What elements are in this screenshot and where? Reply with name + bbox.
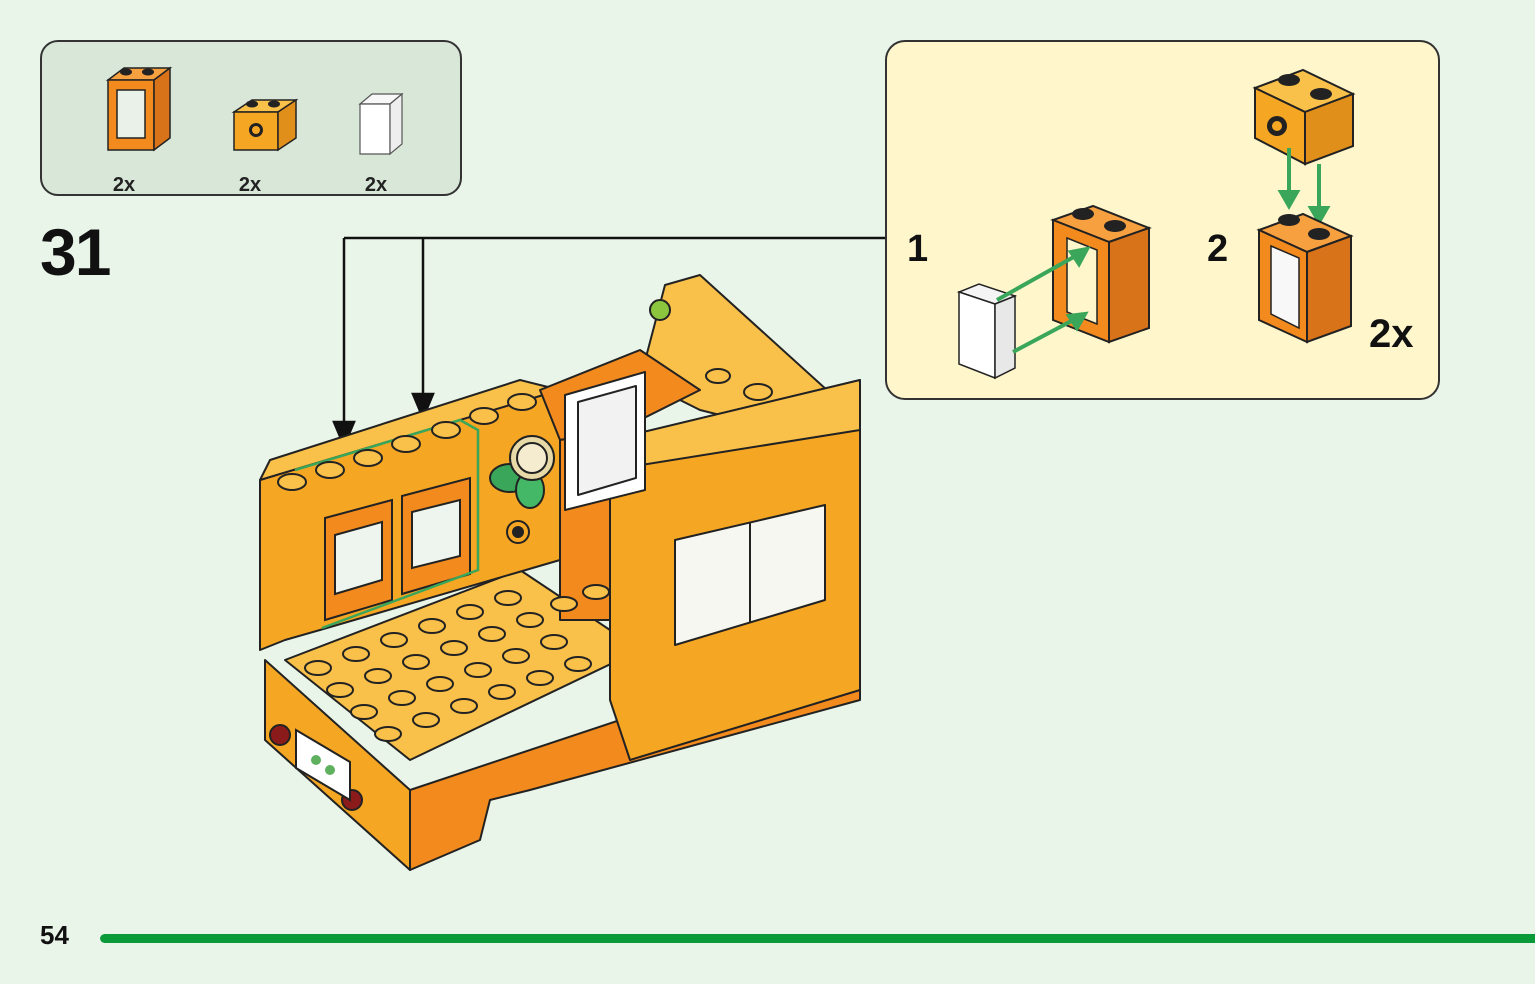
wall-clock-plant [489, 435, 555, 544]
window-frame-icon [105, 66, 173, 152]
part-qty: 2x [112, 174, 136, 196]
rear-details [269, 724, 363, 811]
page-number: 54 [40, 920, 69, 950]
substep-2-number: 2 [1207, 228, 1229, 270]
installed-windows [324, 476, 471, 622]
callout-connector [332, 236, 885, 450]
substep-1-frame [1050, 204, 1152, 344]
substep-1-arrows [996, 246, 1091, 354]
part-qty: 2x [364, 174, 388, 196]
substep-2-brick [1252, 68, 1356, 166]
part-brick-with-hole: 2x [230, 60, 320, 196]
clear-glass-icon [358, 92, 404, 156]
progress-bar [100, 934, 1535, 943]
studs-left-wall [277, 393, 537, 491]
part-window-frame: 2x [104, 60, 194, 196]
roof-plant [649, 299, 671, 321]
callout-quantity: 2x [1369, 312, 1414, 356]
step-number: 31 [40, 215, 111, 289]
substep-1-glass [956, 283, 1018, 380]
studs-roof [705, 368, 773, 401]
progress-bar-fill [100, 934, 1535, 943]
part-clear-glass: 2x [356, 60, 446, 196]
substep-2-frame [1256, 212, 1354, 344]
substep-1-number: 1 [907, 228, 929, 270]
sub-assembly-callout: 1 2 2x [885, 40, 1440, 400]
brick-with-hole-icon [231, 98, 299, 152]
parts-list-box: 2x 2x 2x [40, 40, 462, 196]
part-qty: 2x [238, 174, 262, 196]
callout-illustration [956, 68, 1356, 380]
substep-2-arrows [1277, 148, 1331, 227]
studs-floor [304, 584, 610, 742]
